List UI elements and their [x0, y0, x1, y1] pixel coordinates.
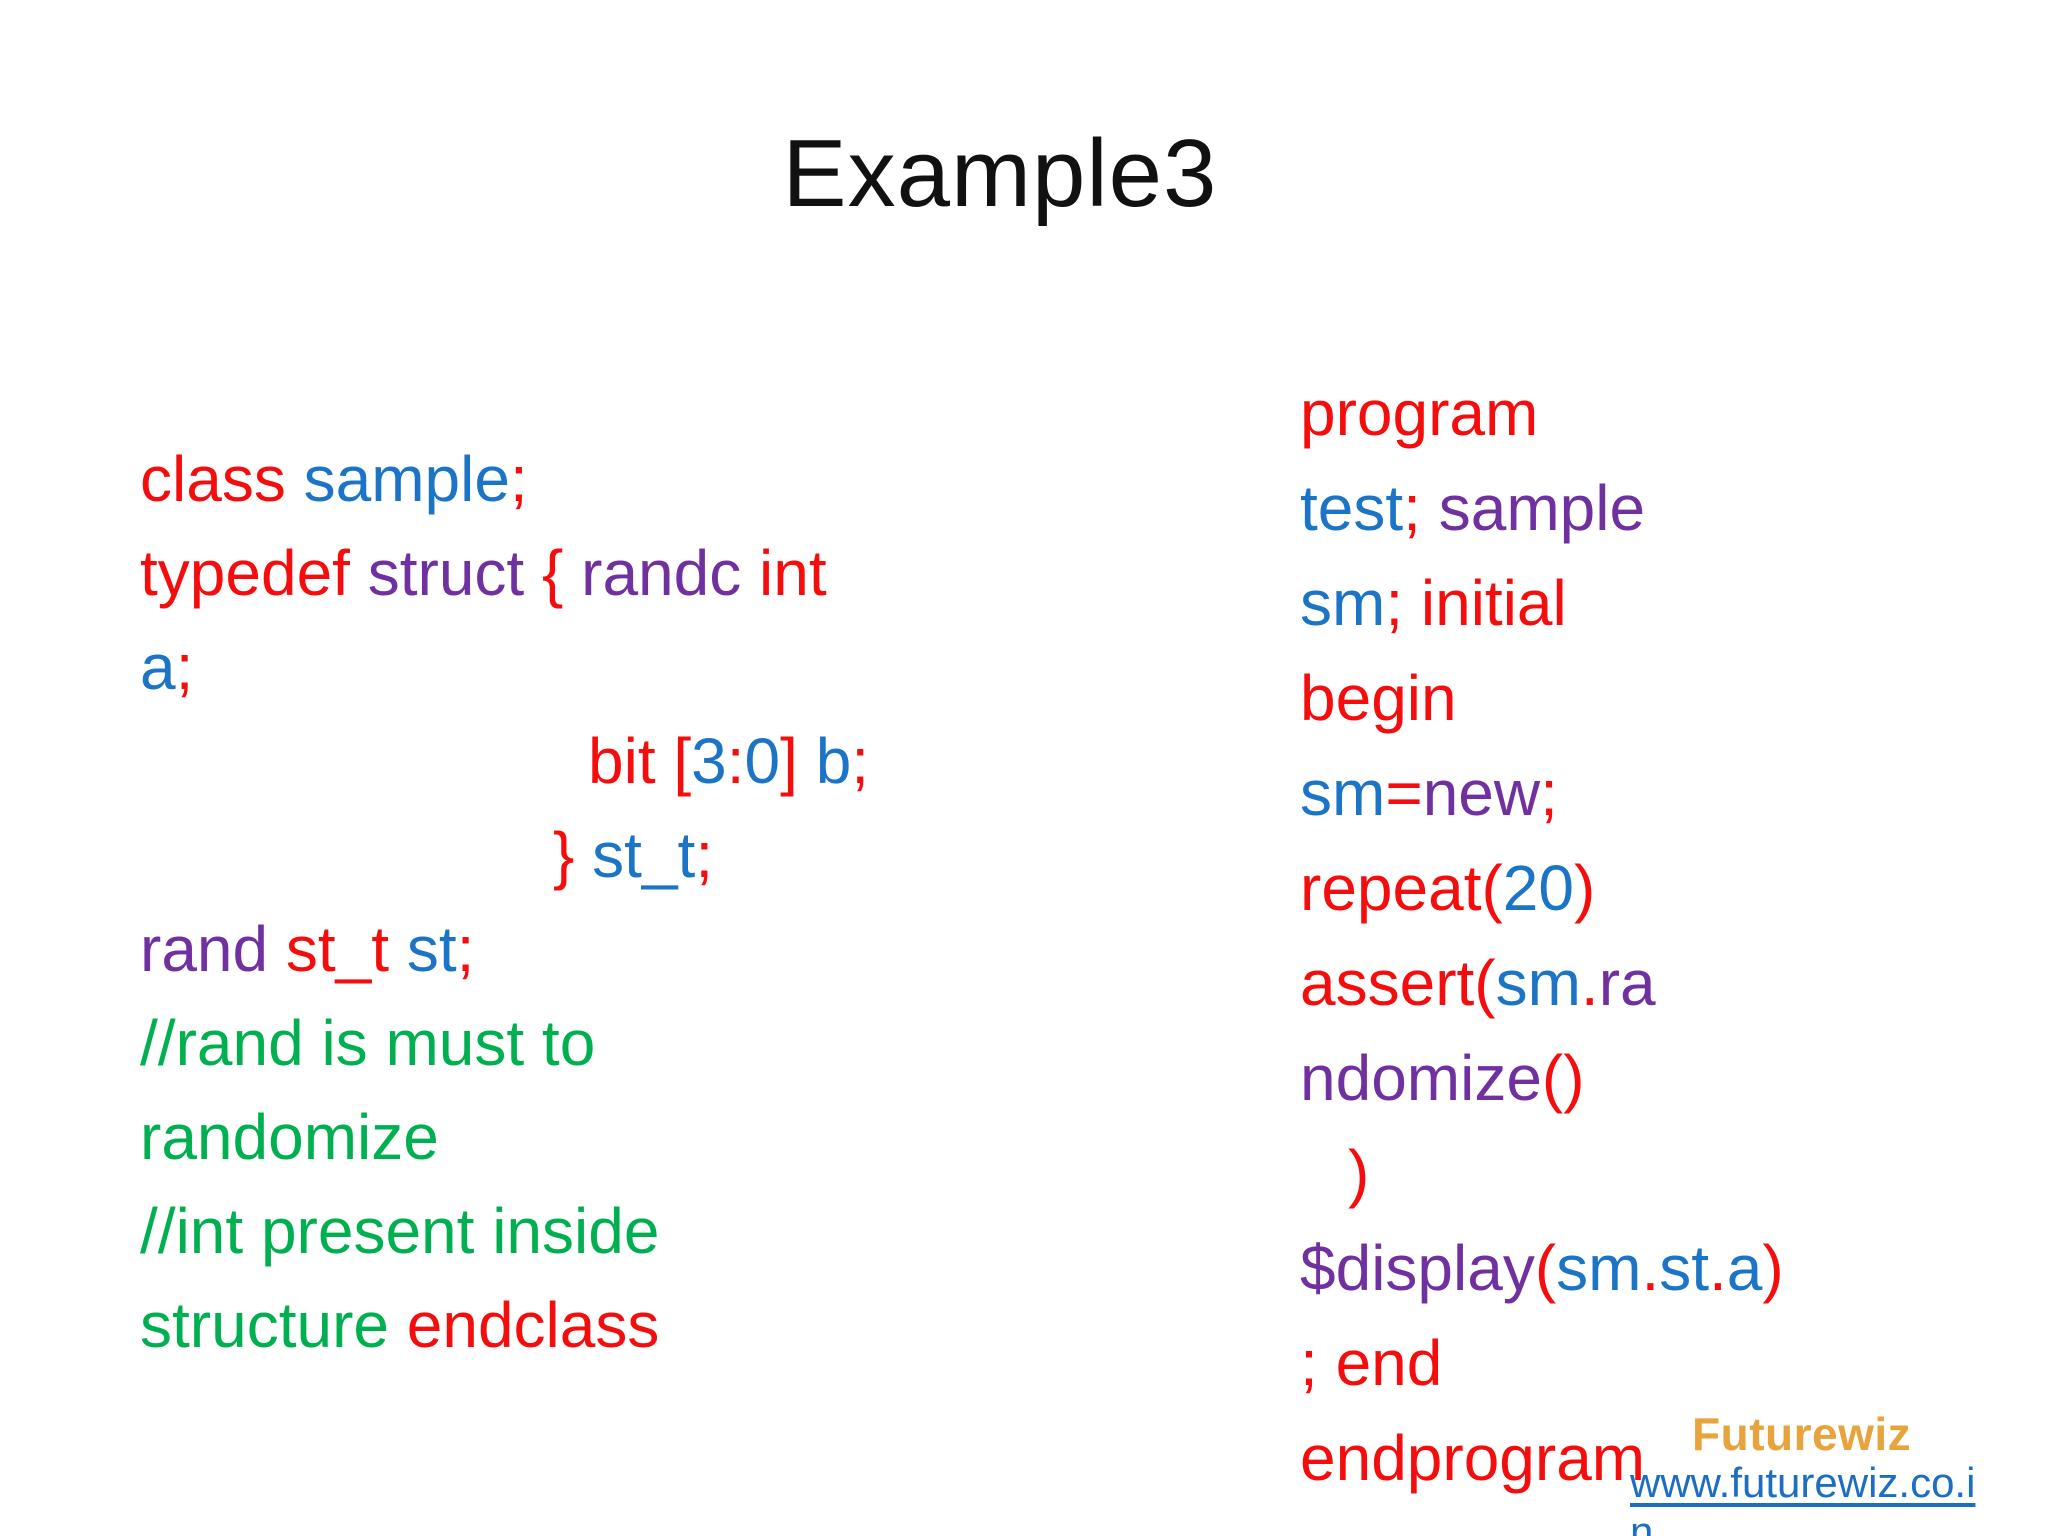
code-token-red: [ [673, 725, 692, 797]
code-token-red: . [1709, 1232, 1727, 1304]
code-token-red: program [1300, 377, 1539, 449]
code-token-red: begin [1300, 662, 1457, 734]
code-line: ) [1300, 1126, 1784, 1221]
code-line: sm=new; [1300, 746, 1784, 841]
code-token-red: ; end [1300, 1327, 1443, 1399]
code-line: sm; initial [1300, 556, 1784, 651]
code-token-blue: a [140, 631, 176, 703]
code-token-blue: sm [1556, 1232, 1642, 1304]
code-token-red: bit [588, 725, 674, 797]
code-line: rand st_t st; [140, 902, 869, 996]
code-token-red: ) [1573, 852, 1596, 924]
code-line: begin [1300, 651, 1784, 746]
code-token-blue: sm [1300, 567, 1386, 639]
website-link[interactable]: www.futurewiz.co.i [1630, 1459, 1976, 1506]
slide-title: Example3 [782, 120, 1218, 227]
code-token-green: structure [140, 1289, 407, 1361]
code-token-red: ( [1534, 1232, 1557, 1304]
code-token-red: ; [175, 631, 194, 703]
code-token-blue: sm [1495, 947, 1581, 1019]
code-line: endprogram [1300, 1411, 1784, 1506]
code-token-red: repeat( [1300, 852, 1503, 924]
code-line: program [1300, 366, 1784, 461]
code-line: $display(sm.st.a) [1300, 1221, 1784, 1316]
code-token-red: ; initial [1385, 567, 1567, 639]
code-token-red: ; [509, 443, 528, 515]
code-token-purple: sample [1438, 472, 1646, 544]
code-line: ; end [1300, 1316, 1784, 1411]
code-token-red: endclass [406, 1289, 660, 1361]
website-link-wrap[interactable]: n [1630, 1508, 1654, 1536]
code-token-blue: 3 [691, 725, 727, 797]
code-token-blue: st [1659, 1232, 1709, 1304]
code-token-purple: randc [581, 537, 759, 609]
code-line: } st_t; [140, 808, 869, 902]
code-token-green: randomize [140, 1101, 439, 1173]
code-token-purple: ra [1598, 947, 1656, 1019]
code-line: test; sample [1300, 461, 1784, 556]
code-token-purple: rand [140, 913, 286, 985]
code-token-red: ] [780, 725, 816, 797]
code-token-blue: b [815, 725, 852, 797]
code-line: a; [140, 620, 869, 714]
code-line: structure endclass [140, 1278, 869, 1372]
code-line: //rand is must to [140, 996, 869, 1090]
code-token-blue: sm [1300, 757, 1386, 829]
code-token-red: ; [695, 819, 714, 891]
code-line: class sample; [140, 432, 869, 526]
code-token-blue: test [1300, 472, 1404, 544]
code-token-red: { [541, 537, 582, 609]
code-token-red: ; [1403, 472, 1439, 544]
code-token-blue: 0 [744, 725, 781, 797]
code-token-red: typedef [140, 537, 368, 609]
code-token-purple: new [1422, 757, 1541, 829]
code-token-red: ; [1540, 757, 1558, 829]
code-token-red: = [1385, 757, 1423, 829]
code-token-red: ) [1348, 1137, 1370, 1209]
code-token-red: () [1541, 1042, 1585, 1114]
futurewiz-logo: Futurewiz [1692, 1408, 1912, 1460]
code-token-red: assert( [1300, 947, 1496, 1019]
code-token-blue: a [1726, 1232, 1763, 1304]
code-token-green: //rand is must to [140, 1007, 596, 1079]
code-line: //int present inside [140, 1184, 869, 1278]
code-token-red: endprogram [1300, 1422, 1646, 1494]
code-token-purple: struct [367, 537, 542, 609]
code-token-red: : [726, 725, 745, 797]
code-line: bit [3:0] b; [140, 714, 869, 808]
code-token-red: . [1580, 947, 1599, 1019]
code-line: repeat(20) [1300, 841, 1784, 936]
code-token-blue: st_t [592, 819, 696, 891]
code-token-blue: sample [303, 443, 510, 515]
code-line: assert(sm.ra [1300, 936, 1784, 1031]
code-token-red: int [759, 537, 827, 609]
code-token-blue: 20 [1502, 852, 1574, 924]
code-token-purple: ndomize [1300, 1042, 1542, 1114]
code-token-red: st_t [285, 913, 407, 985]
code-line: typedef struct { randc int [140, 526, 869, 620]
code-line: ndomize() [1300, 1031, 1784, 1126]
code-token-red: } [553, 819, 593, 891]
code-token-green: //int present inside [140, 1195, 660, 1267]
code-line: randomize [140, 1090, 869, 1184]
code-token-blue: st [406, 913, 457, 985]
code-token-red: . [1641, 1232, 1660, 1304]
code-token-red: ; [851, 725, 870, 797]
code-token-red: class [140, 443, 304, 515]
code-token-red: ) [1762, 1232, 1784, 1304]
code-token-purple: $display [1300, 1232, 1535, 1304]
code-token-red: ; [456, 913, 475, 985]
